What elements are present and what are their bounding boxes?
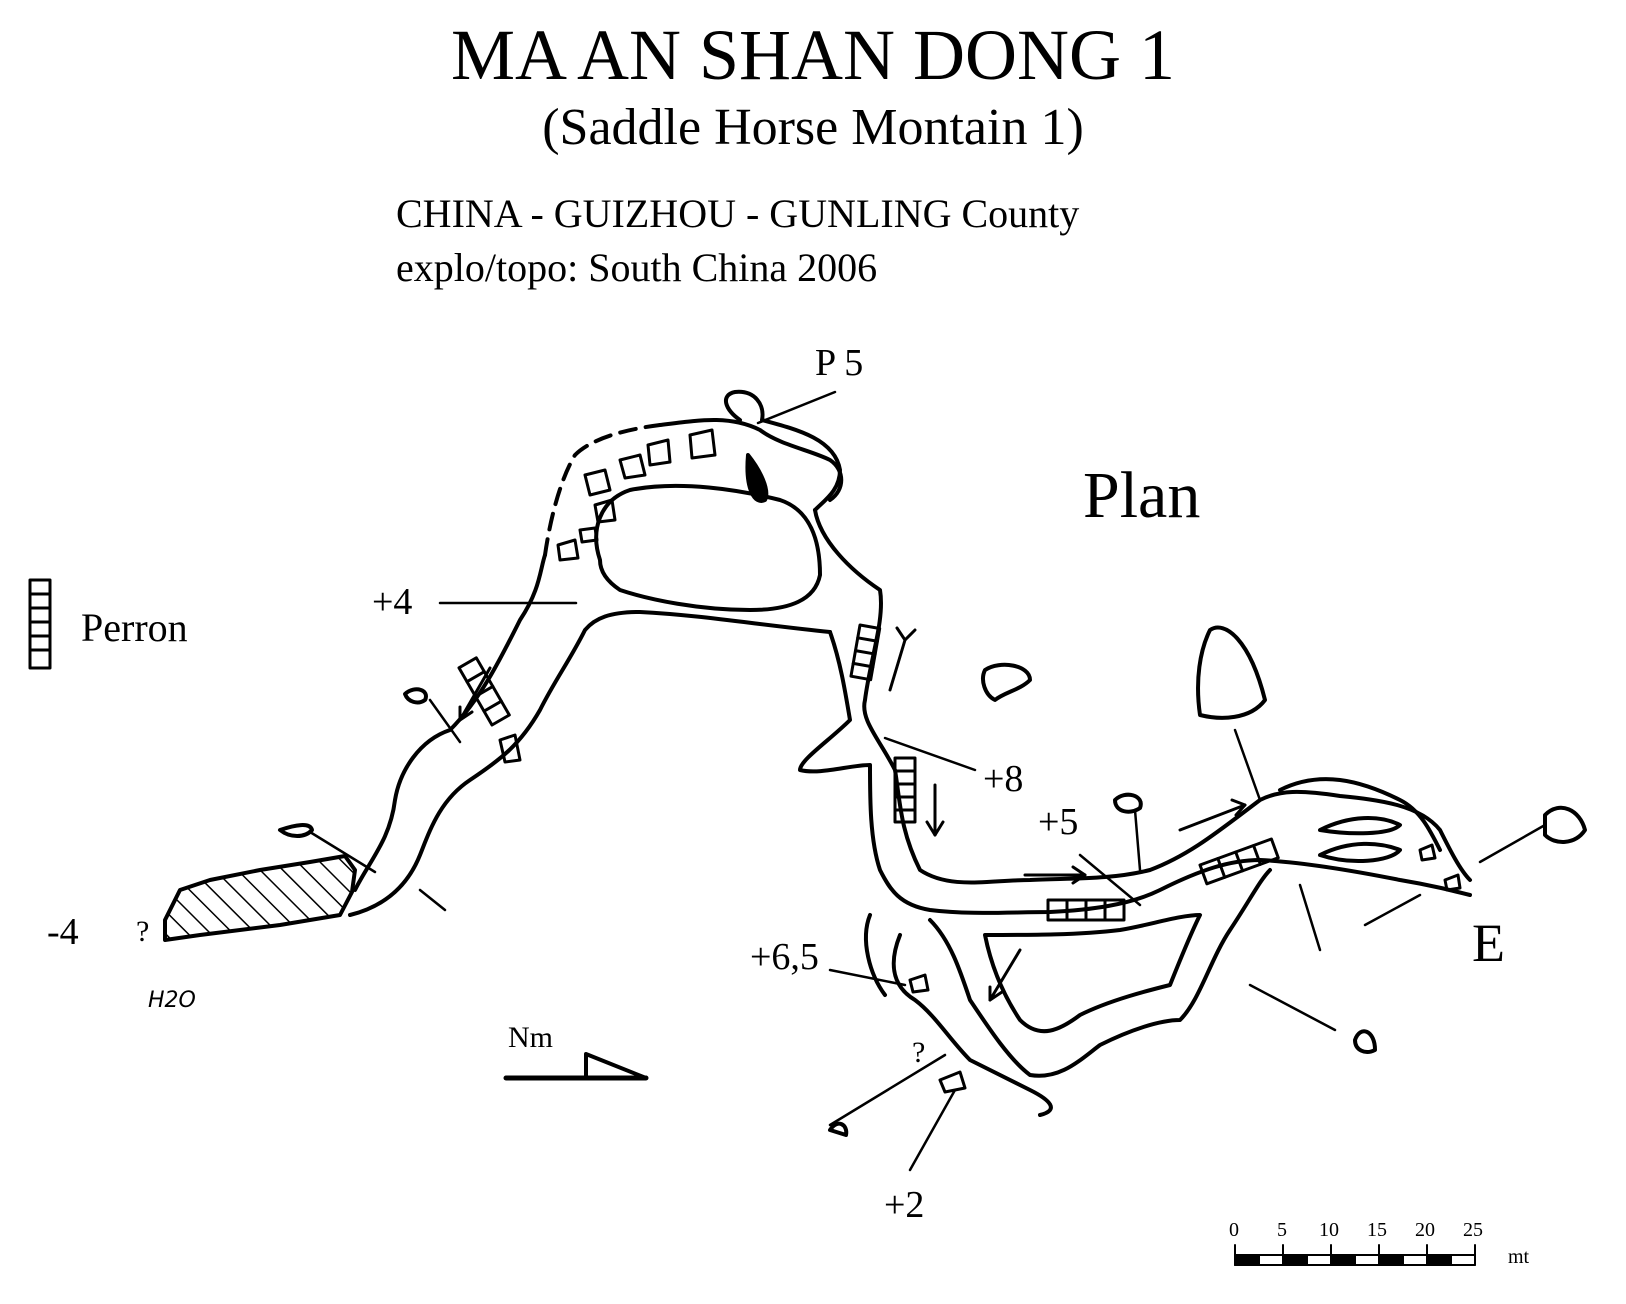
label-minus4: -4	[47, 911, 79, 953]
cave-island-1	[1318, 816, 1402, 836]
label-plus5: +5	[1038, 801, 1079, 843]
map-title: MA AN SHAN DONG 1	[450, 15, 1176, 95]
cave-wall-bottom	[891, 933, 1053, 1117]
cave-wall-left-inner	[348, 610, 832, 917]
label-plus2: +2	[884, 1184, 925, 1226]
cave-water-p5	[745, 453, 769, 503]
label-entrance: E	[1472, 913, 1505, 973]
scale-tick-10: 10	[1319, 1219, 1339, 1241]
label-plus4: +4	[372, 581, 413, 623]
cave-wall-top-inner	[594, 483, 822, 612]
north-label: Nm	[508, 1021, 553, 1054]
perron-legend-icon	[28, 578, 52, 670]
north-arrow	[503, 1052, 649, 1081]
map-subtitle: (Saddle Horse Montain 1)	[542, 99, 1084, 156]
legend-perron-label: Perron	[81, 605, 188, 650]
slope-arrows	[458, 626, 1247, 1002]
cave-wall-mid-right	[813, 508, 1472, 885]
scale-tick-0: 0	[1229, 1219, 1239, 1241]
label-water: H2O	[148, 988, 196, 1013]
cave-island-2	[1318, 841, 1402, 864]
boulder-symbols	[498, 428, 1462, 1094]
scale-tick-5: 5	[1277, 1219, 1287, 1241]
label-plus6-5: +6,5	[750, 936, 819, 978]
cave-wall-lower-loop	[928, 868, 1272, 1078]
view-label: Plan	[1083, 459, 1201, 532]
cave-wall-east-chamber	[1278, 777, 1442, 852]
chamber-isolated-7	[403, 687, 428, 705]
cave-wall-bottom-2	[863, 913, 887, 997]
sump-hatched	[163, 854, 357, 942]
perron-symbols	[457, 623, 1280, 922]
chamber-isolated-5	[1353, 1029, 1377, 1054]
cave-wall-mid-left	[798, 630, 1472, 915]
leader-lines	[308, 390, 1547, 1172]
label-plus8: +8	[983, 758, 1024, 800]
credit-text: explo/topo: South China 2006	[396, 245, 878, 290]
scale-bar	[1234, 1244, 1476, 1266]
scale-tick-15: 15	[1367, 1219, 1387, 1241]
label-p5: P 5	[815, 342, 864, 384]
scale-tick-25: 25	[1463, 1219, 1483, 1241]
scale-tick-20: 20	[1415, 1219, 1435, 1241]
chamber-isolated-1	[981, 662, 1032, 702]
chamber-isolated-8	[278, 823, 314, 838]
label-unknown-left: ?	[136, 915, 150, 948]
chamber-isolated-6	[828, 1121, 849, 1137]
cave-wall-p5-shaft	[724, 389, 842, 512]
chamber-isolated-3	[1543, 805, 1587, 844]
chamber-isolated-2	[1196, 625, 1267, 720]
location-text: CHINA - GUIZHOU - GUNLING County	[396, 191, 1080, 236]
chamber-isolated-4	[1113, 792, 1143, 814]
scale-unit: mt	[1508, 1246, 1530, 1268]
cave-wall-left-outer-dashed	[543, 423, 662, 557]
cave-wall-lower-inner	[983, 913, 1202, 1034]
label-unknown-bottom: ?	[912, 1036, 926, 1069]
